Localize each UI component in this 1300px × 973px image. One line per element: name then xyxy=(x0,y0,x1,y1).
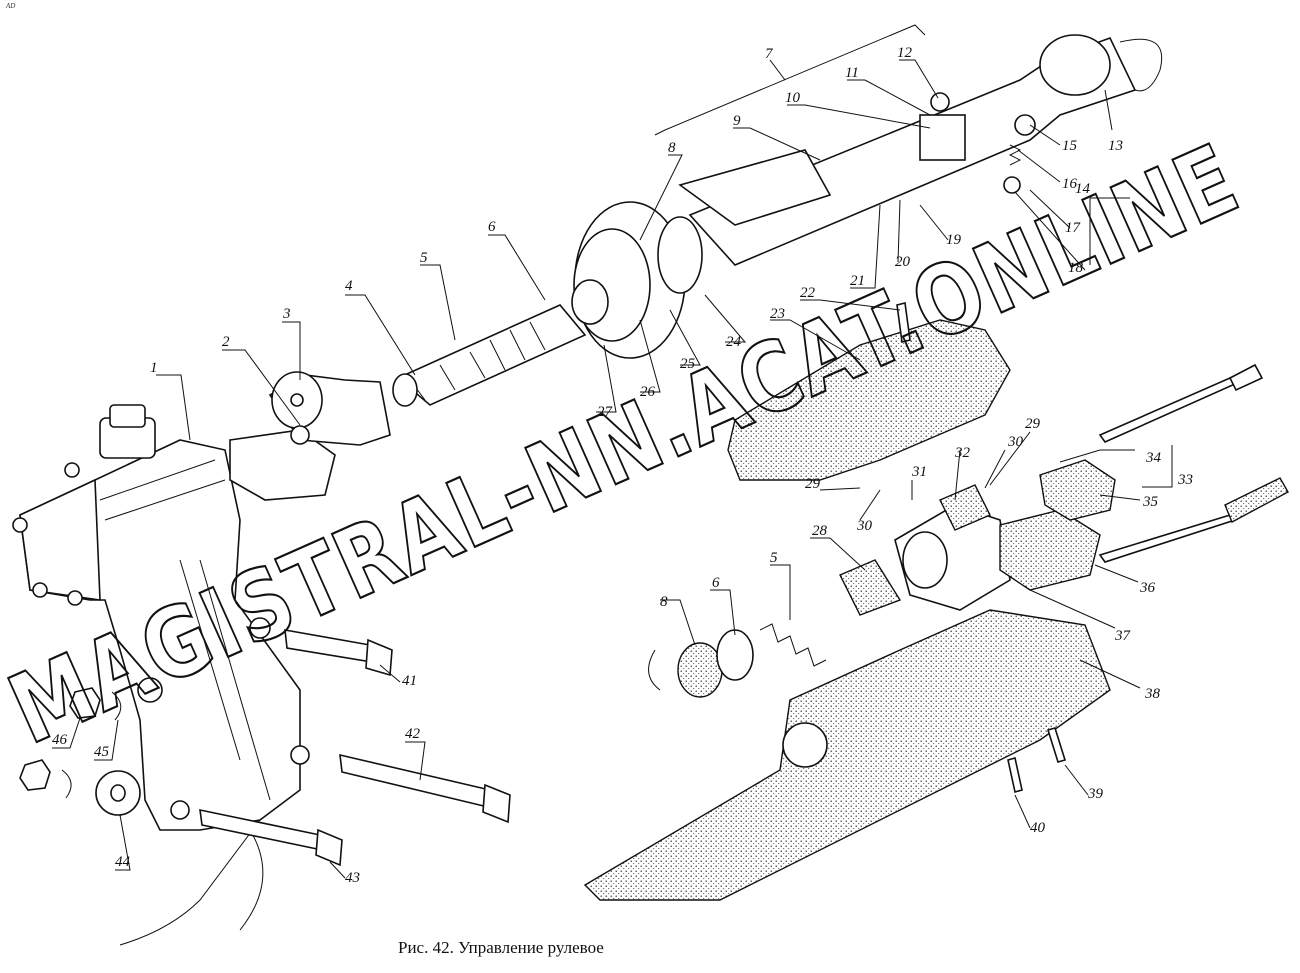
label-9: 9 xyxy=(733,113,741,129)
label-39: 39 xyxy=(1087,786,1104,802)
upper-shroud xyxy=(727,319,1011,481)
label-34: 34 xyxy=(1145,450,1162,466)
lower-ring-stack xyxy=(648,623,827,698)
label-38: 38 xyxy=(1144,686,1161,702)
label-8-lower: 8 xyxy=(660,594,668,610)
label-19: 19 xyxy=(946,232,962,248)
combination-switch xyxy=(839,363,1289,616)
label-14: 14 xyxy=(1075,181,1091,197)
label-8: 8 xyxy=(668,140,676,156)
label-37: 37 xyxy=(1114,628,1132,644)
intermediate-shaft xyxy=(392,304,587,407)
label-6-lower: 6 xyxy=(712,575,720,591)
label-5-lower: 5 xyxy=(770,550,778,566)
label-21: 21 xyxy=(850,273,865,289)
label-35: 35 xyxy=(1142,494,1159,510)
label-46: 46 xyxy=(52,732,68,748)
label-18: 18 xyxy=(1068,260,1084,276)
label-30-right: 30 xyxy=(1007,434,1024,450)
lower-shroud xyxy=(583,609,1111,901)
label-33: 33 xyxy=(1177,472,1193,488)
label-2: 2 xyxy=(222,334,230,350)
label-16: 16 xyxy=(1062,176,1078,192)
label-27: 27 xyxy=(597,404,614,420)
label-40: 40 xyxy=(1030,820,1046,836)
label-4: 4 xyxy=(345,278,353,294)
label-20: 20 xyxy=(895,254,911,270)
label-26: 26 xyxy=(640,384,656,400)
column-flange xyxy=(571,201,703,359)
leader-lines xyxy=(52,24,1173,879)
label-25: 25 xyxy=(680,356,696,372)
steering-gear-housing xyxy=(12,404,310,946)
label-13: 13 xyxy=(1108,138,1123,154)
label-5: 5 xyxy=(420,250,428,266)
label-41: 41 xyxy=(402,673,417,689)
label-43: 43 xyxy=(345,870,360,886)
label-10: 10 xyxy=(785,90,801,106)
label-31: 31 xyxy=(911,464,927,480)
label-24: 24 xyxy=(726,334,742,350)
label-3: 3 xyxy=(282,306,291,322)
label-23: 23 xyxy=(770,306,785,322)
bolts xyxy=(199,629,511,867)
steering-column-tube xyxy=(678,34,1162,266)
label-32: 32 xyxy=(954,445,971,461)
label-22: 22 xyxy=(800,285,816,301)
part-labels: 1 2 3 4 5 6 7 8 9 10 11 12 13 14 15 16 1… xyxy=(52,45,1193,886)
label-12: 12 xyxy=(897,45,913,61)
label-29-right: 29 xyxy=(1025,416,1041,432)
figure-caption: Рис. 42. Управление рулевое xyxy=(398,938,604,957)
label-15: 15 xyxy=(1062,138,1078,154)
label-1: 1 xyxy=(150,360,158,376)
label-28: 28 xyxy=(812,523,828,539)
screws xyxy=(896,302,1067,794)
label-36: 36 xyxy=(1139,580,1156,596)
nuts-and-washers xyxy=(19,687,141,816)
corner-mark: AD xyxy=(6,2,16,10)
label-30-left: 30 xyxy=(856,518,873,534)
label-6: 6 xyxy=(488,219,496,235)
label-11: 11 xyxy=(845,65,859,81)
label-7: 7 xyxy=(765,46,774,62)
label-44: 44 xyxy=(115,854,131,870)
cardan-shaft xyxy=(229,371,391,501)
label-45: 45 xyxy=(94,744,110,760)
label-17: 17 xyxy=(1065,220,1082,236)
label-42: 42 xyxy=(405,726,421,742)
label-29-left: 29 xyxy=(805,476,821,492)
